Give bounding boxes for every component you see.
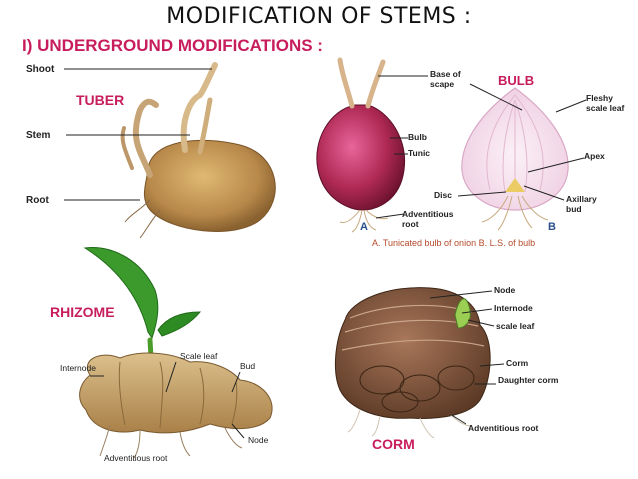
bulb-label-axillary-bud: Axillary bud xyxy=(566,194,597,214)
bulb-label-tunic: Tunic xyxy=(408,148,431,158)
rhizome-label-adventitious-root: Adventitious root xyxy=(104,453,168,463)
page-title: MODIFICATION OF STEMS : xyxy=(166,4,472,29)
rhizome-illustration xyxy=(79,247,273,459)
tuber-caption: TUBER xyxy=(76,92,125,108)
tuber-label-stem: Stem xyxy=(26,130,51,141)
tuber-illustration xyxy=(64,62,276,239)
bulb-ls-illustration xyxy=(457,83,587,231)
bulb-label-fleshy-scale-leaf: Fleshy scale leaf xyxy=(586,93,625,113)
bulb-label-apex: Apex xyxy=(584,151,605,161)
tuber-label-root: Root xyxy=(26,195,49,206)
bulb-figure-a: A xyxy=(360,221,368,233)
bulb-label-disc: Disc xyxy=(434,190,452,200)
tuber-label-shoot: Shoot xyxy=(26,64,55,75)
rhizome-label-scale-leaf: Scale leaf xyxy=(180,351,218,361)
corm-label-scale-leaf: scale leaf xyxy=(496,321,535,331)
bulb-label-bulb: Bulb xyxy=(408,132,427,142)
corm-label-adventitious-root: Adventitious root xyxy=(468,423,539,433)
corm-label-internode: Internode xyxy=(494,303,533,313)
corm-label-daughter-corm: Daughter corm xyxy=(498,375,559,385)
corm-caption: CORM xyxy=(372,436,415,452)
corm-label-corm: Corm xyxy=(506,358,529,368)
bulb-caption: BULB xyxy=(498,73,535,88)
bulb-figure-b: B xyxy=(548,221,556,233)
bulb-label-base-of-scape: Base of scape xyxy=(430,69,461,89)
rhizome-label-node: Node xyxy=(248,435,269,445)
onion-bulb-illustration xyxy=(316,57,428,233)
corm-label-node: Node xyxy=(494,285,516,295)
corm-illustration xyxy=(335,287,505,439)
bulb-label-adventitious-root: Adventitious root xyxy=(402,209,454,229)
rhizome-caption: RHIZOME xyxy=(50,304,115,320)
section-subtitle: I) UNDERGROUND MODIFICATIONS : xyxy=(22,36,323,55)
bulb-figure-caption: A. Tunicated bulb of onion B. L.S. of bu… xyxy=(372,238,536,248)
rhizome-label-bud: Bud xyxy=(240,361,256,371)
rhizome-label-internode: Internode xyxy=(60,363,96,373)
